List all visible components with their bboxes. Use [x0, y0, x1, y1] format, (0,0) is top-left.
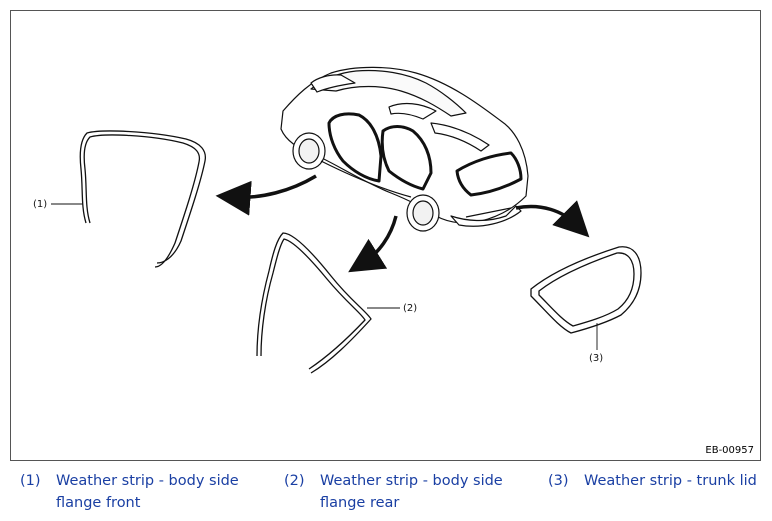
callout-3: (3) [589, 353, 603, 364]
car-illustration [280, 66, 529, 232]
arrow-to-rear-strip [348, 215, 398, 273]
legend-item-1: (1) Weather strip - body side flange fro… [20, 470, 250, 514]
legend-item-3: (3) Weather strip - trunk lid [548, 470, 768, 492]
legend-label: Weather strip - body side flange front [56, 473, 239, 511]
legend: (1) Weather strip - body side flange fro… [0, 470, 772, 520]
legend-number: (2) [284, 473, 305, 489]
diagram-frame: (1) (2) (3) EB-00957 [10, 10, 761, 461]
direction-arrows [215, 174, 590, 273]
legend-item-2: (2) Weather strip - body side flange rea… [284, 470, 514, 514]
arrow-to-front-strip [215, 174, 317, 216]
callout-1: (1) [33, 199, 47, 210]
legend-number: (3) [548, 473, 569, 489]
parts-diagram: (1) (2) (3) [33, 66, 642, 374]
weather-strip-front [79, 130, 207, 268]
legend-label: Weather strip - body side flange rear [320, 473, 503, 511]
arrow-to-trunk-strip [515, 200, 590, 238]
weather-strip-rear [256, 232, 372, 374]
callout-leaders [51, 203, 598, 350]
legend-label: Weather strip - trunk lid [584, 473, 757, 489]
legend-number: (1) [20, 473, 41, 489]
callout-2: (2) [403, 303, 417, 314]
weather-strip-trunk-lid [530, 246, 642, 334]
figure-id: EB-00957 [705, 445, 754, 456]
